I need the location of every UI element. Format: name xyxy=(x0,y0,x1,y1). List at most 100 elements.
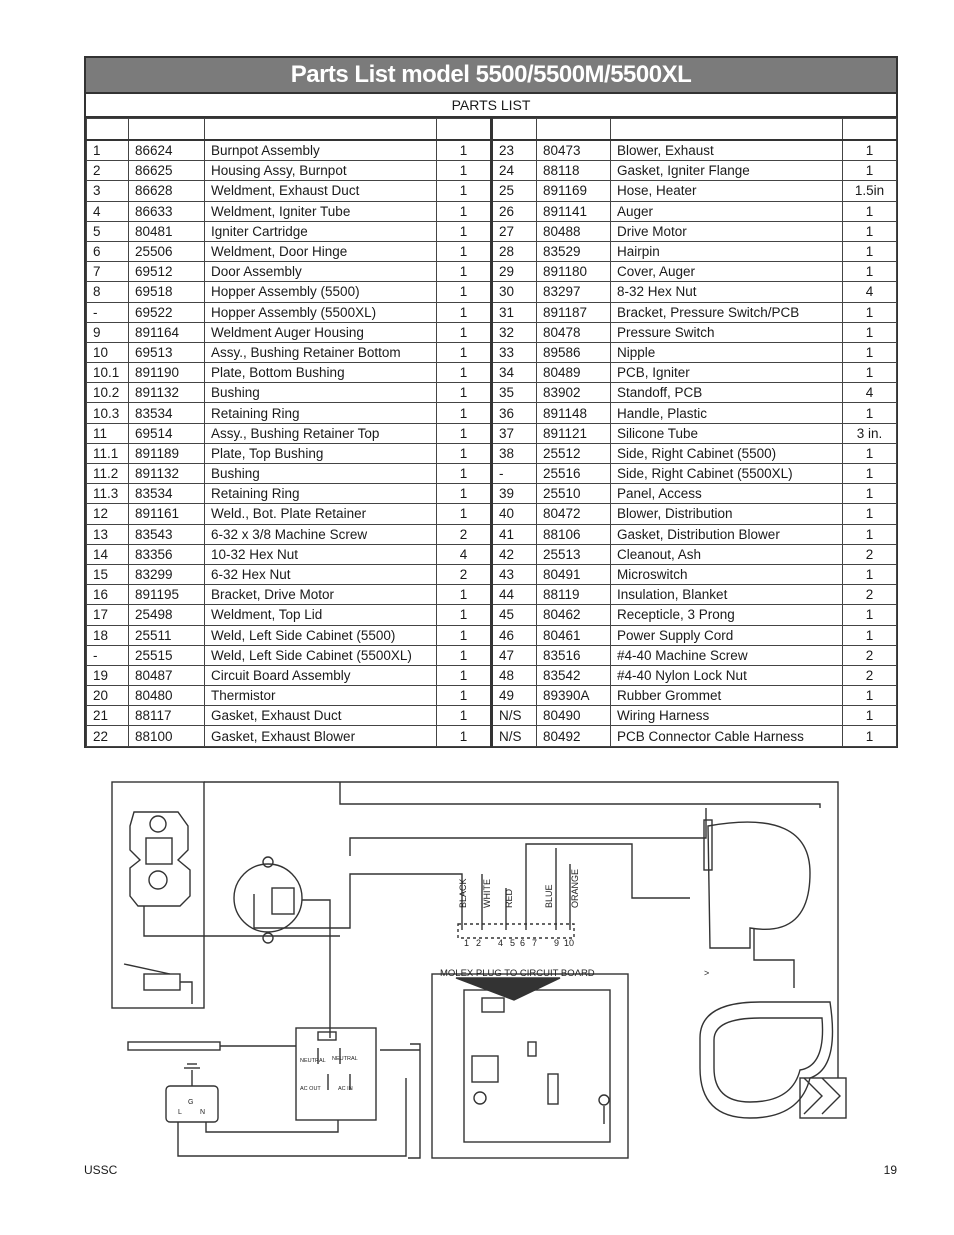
description-cell: Gasket, Exhaust Duct xyxy=(204,705,437,727)
quantity-cell: 1 xyxy=(842,462,897,485)
quantity-cell: 1 xyxy=(842,483,897,505)
pin-number: 10 xyxy=(564,938,574,948)
part-number-cell: 80489 xyxy=(536,362,611,384)
circuit-board xyxy=(463,989,611,1143)
part-number-cell: 83534 xyxy=(128,402,205,424)
part-number-cell: 25515 xyxy=(128,644,205,666)
item-number-cell: 28 xyxy=(490,240,537,263)
table-subtitle: PARTS LIST xyxy=(86,94,896,118)
item-number-cell: 41 xyxy=(490,523,537,545)
description-cell: Weldment, Igniter Tube xyxy=(204,200,437,222)
part-number-cell: 80472 xyxy=(536,503,611,525)
terminal-block xyxy=(317,1031,337,1041)
item-number-cell: 20 xyxy=(86,685,129,707)
part-number-cell: 80481 xyxy=(128,220,205,242)
description-cell: Gasket, Exhaust Blower xyxy=(204,725,437,747)
part-number-cell: 88117 xyxy=(128,705,205,727)
part-number-cell: 80473 xyxy=(536,139,611,162)
part-number-cell: 69522 xyxy=(128,301,205,323)
description-cell: PCB, Igniter xyxy=(610,362,843,384)
part-number-cell: 25516 xyxy=(536,462,611,485)
description-cell: Weldment, Exhaust Duct xyxy=(204,180,437,202)
footer-brand: USSC xyxy=(84,1163,118,1177)
quantity-cell: 1 xyxy=(436,685,492,707)
item-number-cell: 40 xyxy=(490,503,537,525)
microswitch-body xyxy=(143,973,181,991)
quantity-cell: 1 xyxy=(436,402,492,424)
thermistor xyxy=(598,1094,610,1106)
item-number-cell: 9 xyxy=(86,321,129,343)
pressure-switch-body xyxy=(233,863,303,933)
quantity-cell: 1 xyxy=(842,261,897,283)
description-cell: Silicone Tube xyxy=(610,422,843,444)
pin-number: 7 xyxy=(532,938,537,948)
part-number-cell: 25513 xyxy=(536,543,611,565)
pressure-switch-port xyxy=(271,887,295,915)
description-cell: Handle, Plastic xyxy=(610,402,843,424)
quantity-cell: 1 xyxy=(842,442,897,465)
part-number-cell: 80480 xyxy=(128,685,205,707)
item-number-cell: 33 xyxy=(490,341,537,364)
item-number-cell: 37 xyxy=(490,422,537,444)
motor-enclosure-outline xyxy=(111,781,205,1009)
table-header-row xyxy=(86,118,897,141)
item-number-cell: 6 xyxy=(86,240,129,263)
description-cell: Housing Assy, Burnpot xyxy=(204,160,437,182)
header-cell xyxy=(610,118,843,141)
item-number-cell: 32 xyxy=(490,321,537,343)
description-cell: Cleanout, Ash xyxy=(610,543,843,565)
description-cell: Gasket, Distribution Blower xyxy=(610,523,843,545)
item-number-cell: - xyxy=(86,301,129,323)
part-number-cell: 80488 xyxy=(536,220,611,242)
harness-wire xyxy=(204,781,839,1078)
quantity-cell: 1 xyxy=(842,624,897,646)
quantity-cell: 4 xyxy=(436,543,492,565)
item-number-cell: 13 xyxy=(86,523,129,545)
part-number-cell: 891164 xyxy=(128,321,205,343)
quantity-cell: 1 xyxy=(842,362,897,384)
item-number-cell: 25 xyxy=(490,180,537,202)
item-number-cell: 11.3 xyxy=(86,483,129,505)
quantity-cell: 1 xyxy=(436,604,492,626)
board-component xyxy=(527,1041,537,1057)
description-cell: Weldment, Door Hinge xyxy=(204,240,437,263)
pin-number: 4 xyxy=(498,938,503,948)
board-header xyxy=(481,997,505,1013)
item-number-cell: 29 xyxy=(490,261,537,283)
quantity-cell: 1 xyxy=(436,341,492,364)
description-cell: Plate, Top Bushing xyxy=(204,442,437,465)
part-number-cell: 891169 xyxy=(536,180,611,202)
quantity-cell: 1 xyxy=(436,160,492,182)
item-number-cell: 3 xyxy=(86,180,129,202)
quantity-cell: 1 xyxy=(842,604,897,626)
description-cell: Power Supply Cord xyxy=(610,624,843,646)
description-cell: Circuit Board Assembly xyxy=(204,664,437,687)
item-number-cell: 38 xyxy=(490,442,537,465)
power-wire xyxy=(177,1078,407,1157)
quantity-cell: 1 xyxy=(842,139,897,162)
part-number-cell: 25512 xyxy=(536,442,611,465)
description-cell: #4-40 Nylon Lock Nut xyxy=(610,664,843,687)
description-cell: Drive Motor xyxy=(610,220,843,242)
quantity-cell: 2 xyxy=(842,664,897,687)
description-cell: Side, Right Cabinet (5500) xyxy=(610,442,843,465)
item-number-cell: 49 xyxy=(490,685,537,707)
description-cell: Bushing xyxy=(204,382,437,404)
item-number-cell: 10 xyxy=(86,341,129,364)
part-number-cell: 80490 xyxy=(536,705,611,727)
power-wire xyxy=(205,1120,339,1133)
item-number-cell: 30 xyxy=(490,281,537,303)
item-number-cell: 11.1 xyxy=(86,442,129,465)
description-cell: Insulation, Blanket xyxy=(610,584,843,606)
motor-bracket xyxy=(145,837,173,865)
part-number-cell: 86633 xyxy=(128,200,205,222)
part-number-cell: 891190 xyxy=(128,362,205,384)
